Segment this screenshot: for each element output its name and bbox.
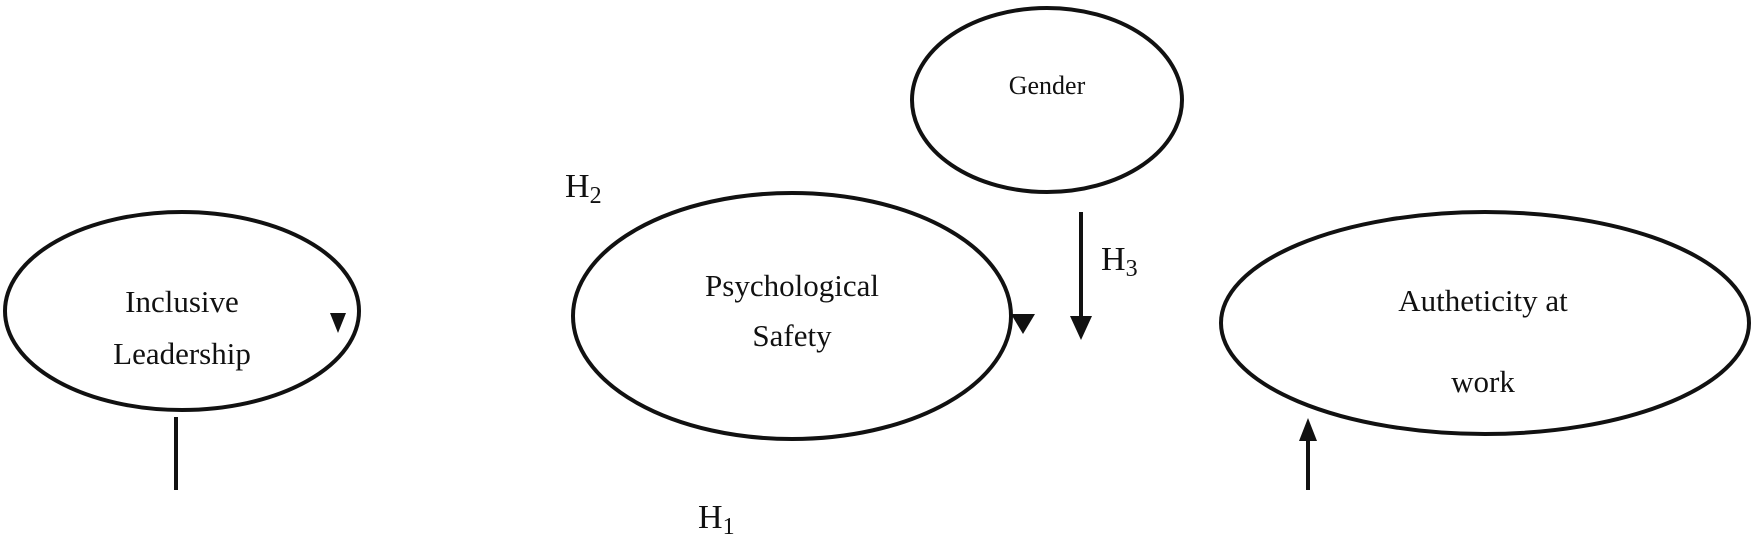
node-gender-line-1: Gender (1009, 71, 1086, 100)
node-inclusive-leadership: Inclusive Leadership (3, 210, 361, 412)
node-authenticity-at-work-line-1: Autheticity at (1398, 283, 1568, 318)
edge-inclusive-leadership-to-authenticity-at-work (174, 417, 1317, 490)
arrowhead-gender-moderation (1070, 316, 1092, 340)
node-inclusive-leadership-line-2: Leadership (113, 336, 251, 371)
arrowhead-into-psychological-safety (330, 313, 346, 333)
node-psychological-safety-line-1: Psychological (705, 268, 879, 303)
hypothesis-label-h1: H1 (698, 499, 735, 539)
hypothesis-label-h3: H3 (1101, 241, 1138, 282)
arrowhead-into-authenticity-from-inclusive-leadership (1299, 418, 1317, 441)
hypothesis-label-h2: H2 (565, 168, 602, 209)
node-authenticity-at-work-line-2: work (1451, 364, 1515, 399)
node-psychological-safety: Psychological Safety (571, 191, 1013, 441)
edge-inclusive-leadership-to-psychological-safety (330, 313, 346, 333)
edge-psychological-safety-to-authenticity-at-work (1011, 314, 1035, 334)
node-gender: Gender (910, 6, 1184, 194)
arrowhead-into-authenticity-from-psychological-safety (1011, 314, 1035, 334)
node-psychological-safety-line-2: Safety (752, 318, 832, 353)
node-inclusive-leadership-line-1: Inclusive (125, 284, 239, 319)
node-authenticity-at-work: Autheticity at work (1219, 210, 1751, 436)
edge-gender-moderation (1070, 212, 1092, 340)
